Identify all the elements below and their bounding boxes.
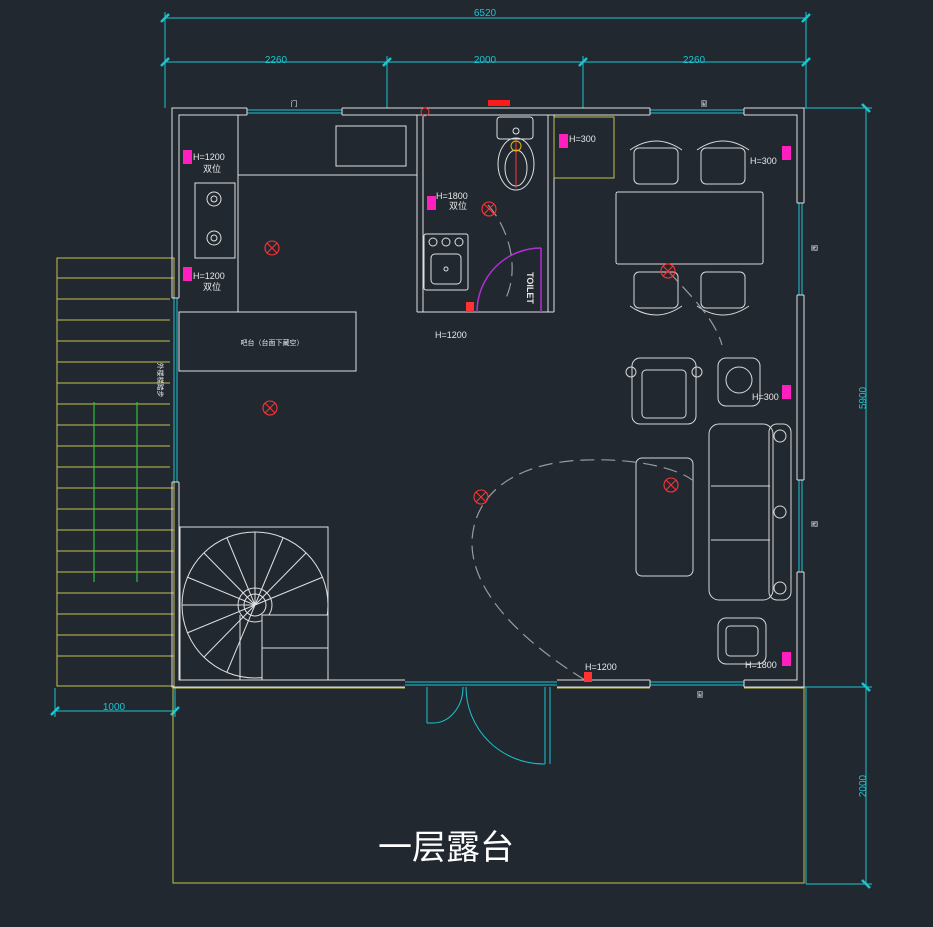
outlet-icon xyxy=(183,134,791,682)
bar-counter xyxy=(178,311,357,372)
toilet-marker xyxy=(510,140,522,188)
stair-note: 外楼梯踏步 xyxy=(156,363,165,398)
entrance-doors xyxy=(426,686,551,765)
bathroom-door xyxy=(476,247,542,313)
stove-icon xyxy=(206,191,222,246)
coffee-table xyxy=(635,457,694,577)
dim-stair-width: 1000 xyxy=(103,702,126,713)
terrace-title: 一层露台 xyxy=(378,828,514,868)
dimension-lines xyxy=(54,12,872,885)
dim-segment-left: 2260 xyxy=(265,55,288,66)
exhaust-fan-icon xyxy=(488,100,510,106)
outlet-label-8: H=1200 xyxy=(585,662,617,672)
outlet-label-7: H=300 xyxy=(752,392,779,402)
dim-overall-height: 5900 xyxy=(858,386,869,409)
dim-segment-middle: 2000 xyxy=(474,55,497,66)
outlet-double-2: 双位 xyxy=(203,281,221,292)
bar-counter-label: 吧台（台面下藏空） xyxy=(241,338,304,347)
sink-icon xyxy=(423,233,469,291)
outlet-double-1: 双位 xyxy=(203,163,221,174)
outlet-label-2: H=1200 xyxy=(193,271,225,281)
kitchen xyxy=(194,115,417,312)
outlet-label-1: H=1200 xyxy=(193,152,225,162)
shaft-box xyxy=(553,116,615,179)
top-window-left-label: 门 xyxy=(291,99,298,108)
dim-segment-right: 2260 xyxy=(683,55,706,66)
outlet-double-3: 双位 xyxy=(449,200,467,211)
dimension-ticks xyxy=(50,13,871,889)
window-openings xyxy=(170,106,806,689)
outlet-label-6: H=300 xyxy=(750,156,777,166)
switch-icon xyxy=(420,107,430,117)
dining-table xyxy=(615,191,764,265)
outlet-label-9: H=1800 xyxy=(745,660,777,670)
armchair-icon xyxy=(625,357,761,425)
toilet-label: TOILET xyxy=(525,272,535,304)
outlet-label-4: H=1200 xyxy=(435,330,467,340)
bottom-window-label: 窗 xyxy=(697,690,704,699)
chair-icon xyxy=(629,140,750,316)
swing-arcs xyxy=(471,204,723,681)
sofa-icon xyxy=(708,423,792,665)
outlet-label-3: H=1800 xyxy=(436,191,468,201)
outlet-label-5: H=300 xyxy=(569,134,596,144)
dim-overall-width: 6520 xyxy=(474,8,497,19)
top-window-right-label: 窗 xyxy=(701,99,708,108)
stair-handrail xyxy=(93,402,138,582)
right-window-upper-label: 窗 xyxy=(810,245,819,252)
spiral-stair-icon xyxy=(179,526,329,681)
right-window-lower-label: 窗 xyxy=(810,521,819,528)
ceiling-light-icon xyxy=(262,201,679,505)
dim-terrace-depth: 2000 xyxy=(858,774,869,797)
exterior-stair xyxy=(56,257,175,687)
